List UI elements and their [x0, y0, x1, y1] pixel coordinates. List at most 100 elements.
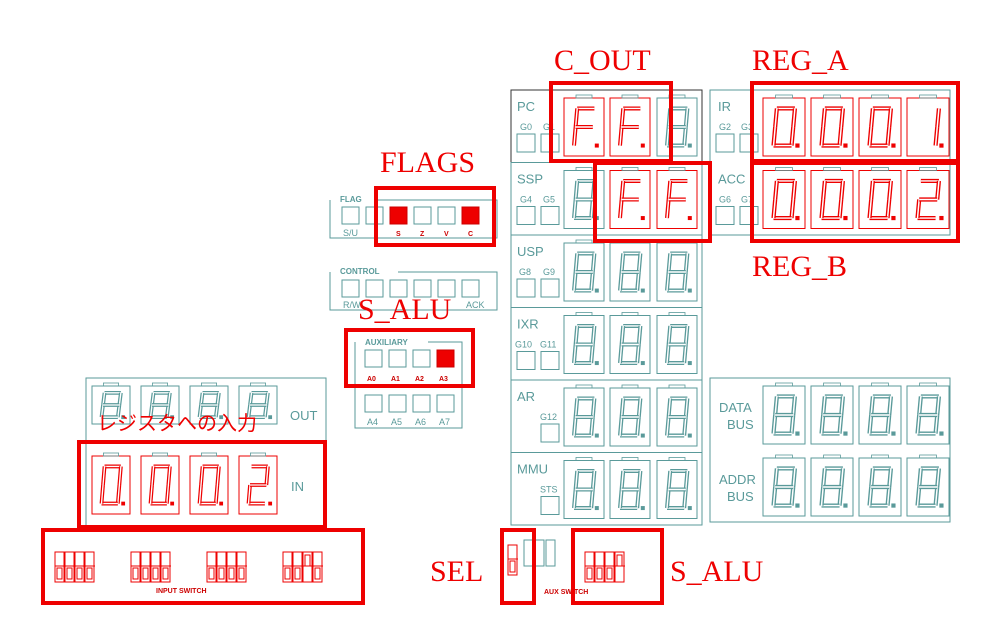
- dip-switch[interactable]: [534, 539, 545, 567]
- bus-digit: [762, 454, 806, 517]
- dip-switch[interactable]: [282, 551, 293, 583]
- dip-switch[interactable]: [74, 551, 85, 583]
- aux-label: A4: [367, 417, 378, 427]
- flag-label: Z: [420, 231, 425, 238]
- flag-label: S/U: [343, 228, 358, 238]
- register-name: USP: [517, 244, 544, 259]
- dip-knob: [132, 567, 139, 580]
- bus-digit: [858, 454, 902, 517]
- input-switch-bank-1[interactable]: [54, 551, 95, 583]
- gate-label: G12: [540, 412, 557, 422]
- dip-switch[interactable]: [64, 551, 75, 583]
- aux-switch-unused[interactable]: [523, 539, 556, 567]
- input-switch-bank-2[interactable]: [130, 551, 171, 583]
- dip-switch[interactable]: [584, 551, 595, 583]
- dip-switch[interactable]: [130, 551, 141, 583]
- out-digit: [238, 382, 278, 425]
- register-digit: [762, 94, 806, 157]
- register-ar: AR G12: [510, 379, 703, 453]
- dip-switch[interactable]: [604, 551, 615, 583]
- aux-switch-label: AUX SWITCH: [544, 589, 588, 596]
- gate-label: G9: [543, 267, 555, 277]
- dip-switch[interactable]: [292, 551, 303, 583]
- register-name: IXR: [517, 317, 539, 332]
- dip-switch[interactable]: [614, 551, 625, 583]
- dip-switch[interactable]: [54, 551, 65, 583]
- gate-label: G10: [515, 340, 532, 350]
- gate-led: [516, 351, 536, 370]
- flag-led-su: [341, 206, 360, 225]
- dip-switch[interactable]: [160, 551, 171, 583]
- dip-switch[interactable]: [594, 551, 605, 583]
- c-out-annotation: C_OUT: [554, 44, 651, 77]
- dip-switch[interactable]: [523, 539, 534, 567]
- flag-led-z: [413, 206, 432, 225]
- reg-b-annotation: REG_B: [752, 250, 847, 283]
- flag-led-v: [437, 206, 456, 225]
- dip-knob: [314, 567, 321, 580]
- s-alu-switch-bank[interactable]: [584, 551, 625, 583]
- sel-box: [500, 528, 536, 605]
- s-alu-aux-annotation: S_ALU: [358, 293, 452, 326]
- out-digit: [91, 382, 131, 425]
- gate-led: [739, 206, 759, 225]
- reg-b-box: [750, 161, 960, 243]
- control-led-4: [437, 279, 456, 298]
- dip-knob: [586, 567, 593, 580]
- register-name: AR: [517, 389, 535, 404]
- dip-switch[interactable]: [302, 551, 313, 583]
- register-digit: [656, 94, 698, 157]
- register-digit: [609, 167, 651, 229]
- dip-switch[interactable]: [545, 539, 556, 567]
- control-label: ACK: [466, 300, 485, 310]
- dip-knob: [238, 567, 245, 580]
- s-alu-switch-annotation: S_ALU: [670, 555, 764, 588]
- bus-name: BUS: [727, 489, 754, 504]
- bus-digit: [810, 382, 854, 445]
- bus-name: BUS: [727, 417, 754, 432]
- aux-label: A2: [415, 376, 424, 383]
- input-switch-bank-3[interactable]: [206, 551, 247, 583]
- register-digit: [563, 94, 605, 157]
- bus-digit: [906, 454, 950, 517]
- gate-led: [540, 496, 560, 515]
- sel-switch[interactable]: [507, 544, 518, 576]
- register-name: IR: [718, 99, 731, 114]
- register-input-annotation: レジスタへの入力: [97, 411, 257, 435]
- aux-label: A6: [415, 417, 426, 427]
- dip-switch[interactable]: [312, 551, 323, 583]
- bus-name: DATA: [719, 400, 752, 415]
- aux-label: A1: [391, 376, 400, 383]
- dip-switch[interactable]: [206, 551, 217, 583]
- dip-switch[interactable]: [84, 551, 95, 583]
- bus-digit: [858, 382, 902, 445]
- control-led-5: [461, 279, 480, 298]
- input-switch-bank-4[interactable]: [282, 551, 323, 583]
- auxiliary-group-title: AUXILIARY: [365, 338, 408, 347]
- register-digit: [810, 167, 854, 229]
- dip-switch[interactable]: [507, 544, 518, 576]
- aux-led-a0: [364, 349, 383, 368]
- flag-label: C: [468, 231, 473, 238]
- input-switch-label: INPUT SWITCH: [156, 588, 207, 595]
- aux-label: A3: [439, 376, 448, 383]
- dip-knob: [208, 567, 215, 580]
- dip-knob: [218, 567, 225, 580]
- dip-switch[interactable]: [140, 551, 151, 583]
- aux-led-a7: [436, 394, 455, 413]
- reg-a-annotation: REG_A: [752, 44, 849, 77]
- gate-led: [540, 423, 560, 443]
- dip-switch[interactable]: [226, 551, 237, 583]
- register-name: PC: [517, 99, 535, 114]
- dip-switch[interactable]: [236, 551, 247, 583]
- dip-switch[interactable]: [216, 551, 227, 583]
- dip-switch[interactable]: [150, 551, 161, 583]
- flag-label: V: [444, 231, 449, 238]
- register-digit: [906, 94, 950, 157]
